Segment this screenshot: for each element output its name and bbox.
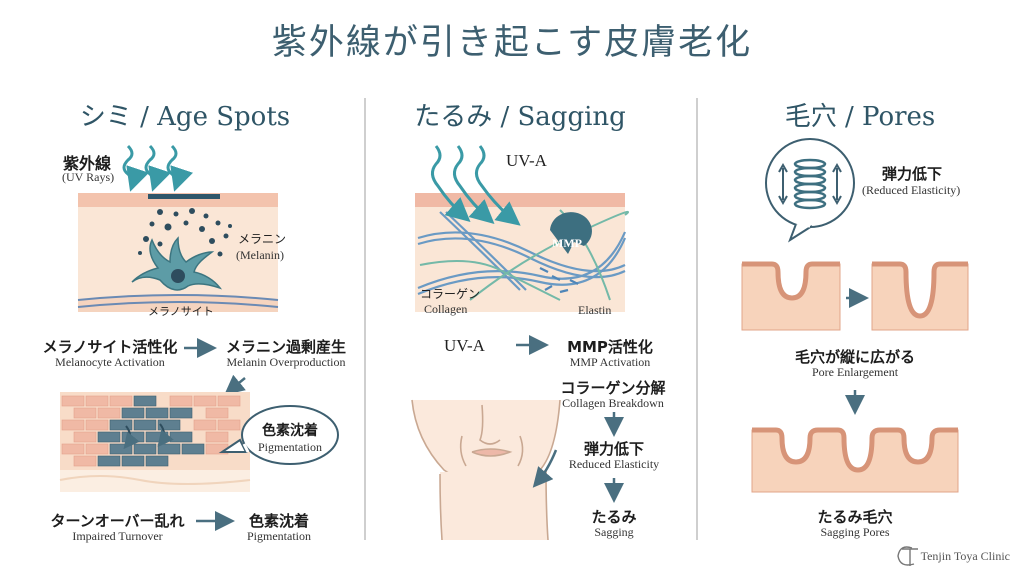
melanocyte-cell xyxy=(131,236,223,291)
step-melanin-overproduction-en: Melanin Overproduction xyxy=(226,355,346,369)
elasticity-label-jp: 弾力低下 xyxy=(882,165,943,183)
step-impaired-turnover-en: Impaired Turnover xyxy=(72,529,163,543)
elastin-label: Elastin xyxy=(578,303,612,317)
step-sagging-pores-en: Sagging Pores xyxy=(820,525,890,539)
step-impaired-turnover-jp: ターンオーバー乱れ xyxy=(50,512,185,530)
step-melanin-overproduction-jp: メラニン過剰産生 xyxy=(225,338,346,356)
uv-label-jp: 紫外線 xyxy=(63,154,112,173)
step-pigmentation-en: Pigmentation xyxy=(247,529,311,543)
collagen-label-jp: コラーゲン xyxy=(420,287,481,301)
step-reduced-elasticity-en: Reduced Elasticity xyxy=(568,457,660,471)
step-sagging-en: Sagging xyxy=(594,525,634,539)
heading-pores: 毛穴 / Pores xyxy=(784,102,936,132)
step-reduced-elasticity-jp: 弾力低下 xyxy=(583,440,644,458)
skin-cross-section-spots xyxy=(77,193,279,312)
bubble-pigmentation-jp: 色素沈着 xyxy=(262,423,318,439)
sagging-arrow xyxy=(532,449,558,488)
pigmentation-bubble xyxy=(218,405,339,465)
step-melanocyte-activation-en: Melanocyte Activation xyxy=(55,355,165,369)
melanin-label-en: (Melanin) xyxy=(236,248,284,262)
step-mmp-activation-jp: MMP活性化 xyxy=(567,338,653,356)
pores-sagging xyxy=(751,427,959,493)
pore-normal xyxy=(741,261,841,331)
face-illustration xyxy=(411,399,561,541)
step-pore-enlargement-en: Pore Enlargement xyxy=(811,365,899,379)
pore-elongated xyxy=(871,261,969,331)
uv-rays-spots xyxy=(122,144,194,192)
column-divider xyxy=(364,98,366,540)
flow-arrow xyxy=(224,374,246,396)
mmp-label: MMP xyxy=(552,236,582,250)
clinic-logo-text: Tenjin Toya Clinic xyxy=(920,549,1010,563)
step-pore-enlargement-jp: 毛穴が縦に広がる xyxy=(794,348,915,366)
step-melanocyte-activation-jp: メラノサイト活性化 xyxy=(42,338,178,356)
uv-label-en: (UV Rays) xyxy=(62,170,115,184)
step-mmp-activation-en: MMP Activation xyxy=(569,355,651,369)
uva-rays-sagging xyxy=(431,145,521,226)
melanocyte-label: メラノサイト xyxy=(148,305,214,318)
collagen-label-en: Collagen xyxy=(424,302,468,316)
broken-fibers xyxy=(539,267,579,294)
step-sagging-jp: たるみ xyxy=(591,508,637,526)
flow-uva: UV-A xyxy=(444,336,485,355)
step-pigmentation-jp: 色素沈着 xyxy=(248,512,309,530)
elasticity-bubble xyxy=(765,138,855,243)
step-sagging-pores-jp: たるみ毛穴 xyxy=(817,508,893,526)
mmp-enzyme xyxy=(550,212,592,254)
melanin-label-jp: メラニン xyxy=(238,232,287,246)
column-divider xyxy=(696,98,698,540)
pigmented-epidermis xyxy=(59,392,251,492)
step-collagen-breakdown-en: Collagen Breakdown xyxy=(562,396,664,410)
page-title: 紫外線が引き起こす皮膚老化 xyxy=(271,23,753,63)
heading-age-spots: シミ / Age Spots xyxy=(79,102,291,132)
step-collagen-breakdown-jp: コラーゲン分解 xyxy=(560,379,666,397)
melanin-granules xyxy=(138,208,232,257)
heading-sagging: たるみ / Sagging xyxy=(414,102,626,132)
uva-label: UV-A xyxy=(506,151,547,170)
bubble-pigmentation-en: Pigmentation xyxy=(258,440,322,454)
clinic-logo-mark xyxy=(897,546,918,566)
elasticity-label-en: (Reduced Elasticity) xyxy=(862,183,961,197)
